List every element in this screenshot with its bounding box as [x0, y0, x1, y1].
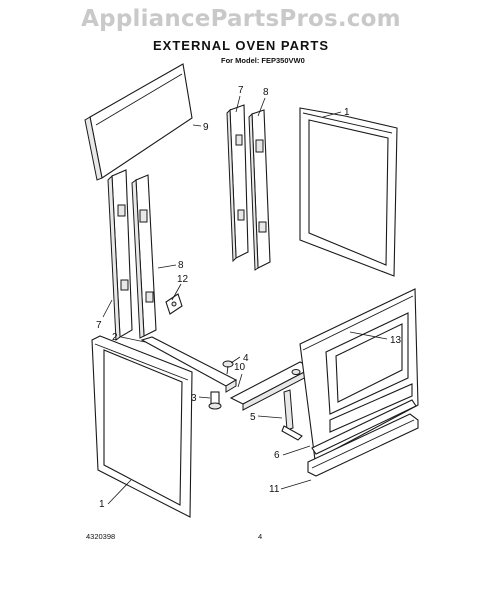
side-trim-part-8-left [131, 174, 157, 339]
side-panel-part-1 [91, 335, 193, 518]
document-number: 4320398 [86, 532, 116, 541]
screw-part-4 [222, 360, 234, 375]
callout-3: 3 [191, 393, 197, 404]
callout-7-left: 7 [96, 320, 102, 331]
callout-6: 6 [274, 450, 280, 461]
watermark: AppliancePartsPros.com [81, 6, 401, 32]
lower-rail-part-2 [140, 336, 238, 393]
rear-frame-part-1 [299, 107, 398, 277]
callout-12: 12 [177, 274, 189, 285]
side-trim-part-7-left [107, 169, 133, 341]
side-trim-part-8-top [248, 109, 271, 271]
kick-rail-part-10 [229, 361, 314, 411]
callout-9: 9 [203, 122, 209, 133]
callout-7-top: 7 [238, 85, 244, 96]
callout-2: 2 [112, 332, 118, 343]
hinge-part-5 [281, 389, 303, 441]
callout-1-bottom: 1 [99, 499, 105, 510]
top-panel-part-9 [84, 63, 193, 181]
lower-trim-part-6 [311, 399, 417, 455]
callout-1-top: 1 [344, 107, 350, 118]
side-trim-part-7-top [226, 104, 249, 263]
callout-4: 4 [243, 353, 249, 364]
callout-11: 11 [269, 484, 280, 495]
callout-5: 5 [250, 412, 256, 423]
leader-lines [102, 95, 388, 505]
model-label: For Model: FEP350VW0 [221, 56, 305, 65]
kick-plate-part-11 [307, 413, 419, 477]
callout-13: 13 [390, 335, 402, 346]
callout-8-left: 8 [178, 260, 184, 271]
page-title: EXTERNAL OVEN PARTS [153, 38, 329, 53]
callout-8-top: 8 [263, 87, 269, 98]
leveling-leg-part-3 [208, 391, 222, 410]
callout-10: 10 [234, 362, 246, 373]
page-number: 4 [258, 532, 263, 541]
